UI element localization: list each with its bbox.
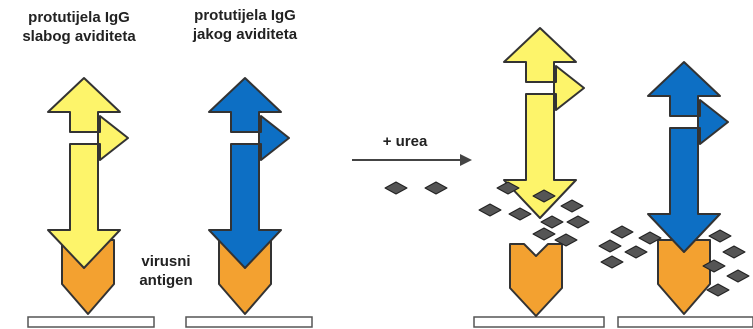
plate-1 bbox=[27, 316, 155, 328]
viral-antigen-label-line1: virusni bbox=[141, 253, 191, 270]
strong-avidity-label-line1: protutijela IgG bbox=[194, 7, 296, 24]
strong-antibody-bound bbox=[208, 77, 290, 269]
viral-antigen-label: virusni antigen bbox=[126, 252, 206, 290]
plate-4 bbox=[617, 316, 753, 328]
weak-antibody-bound bbox=[47, 77, 129, 269]
strong-avidity-label: protutijela IgG jakog aviditeta bbox=[170, 6, 320, 44]
antigen-3-cleaved bbox=[509, 243, 563, 317]
viral-antigen-label-line2: antigen bbox=[139, 272, 193, 289]
weak-avidity-label-line2: slabog aviditeta bbox=[22, 28, 136, 45]
urea-label: + urea bbox=[382, 133, 428, 150]
strong-avidity-label-line2: jakog aviditeta bbox=[192, 26, 298, 43]
plate-2 bbox=[185, 316, 313, 328]
urea-crystals-free bbox=[384, 181, 448, 195]
plate-3 bbox=[473, 316, 605, 328]
strong-antibody-retained bbox=[647, 61, 729, 253]
weak-avidity-label: protutijela IgG slabog aviditeta bbox=[4, 8, 154, 46]
urea-arrow bbox=[352, 154, 472, 166]
weak-avidity-label-line1: protutijela IgG bbox=[28, 9, 130, 26]
